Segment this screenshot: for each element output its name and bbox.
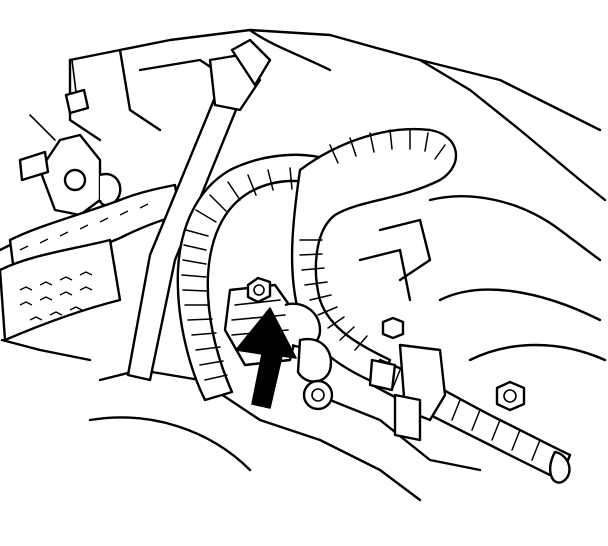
arrow-up-icon (235, 307, 297, 409)
mounting-bracket (18, 59, 122, 217)
wiring-harness-left (176, 153, 332, 402)
harness-clip (368, 343, 447, 442)
wiring-harness-right (290, 127, 572, 484)
bolt-icon (495, 380, 526, 412)
bolt-icon (381, 316, 405, 340)
coolant-hoses (0, 183, 182, 342)
bolt-icon (246, 276, 272, 304)
